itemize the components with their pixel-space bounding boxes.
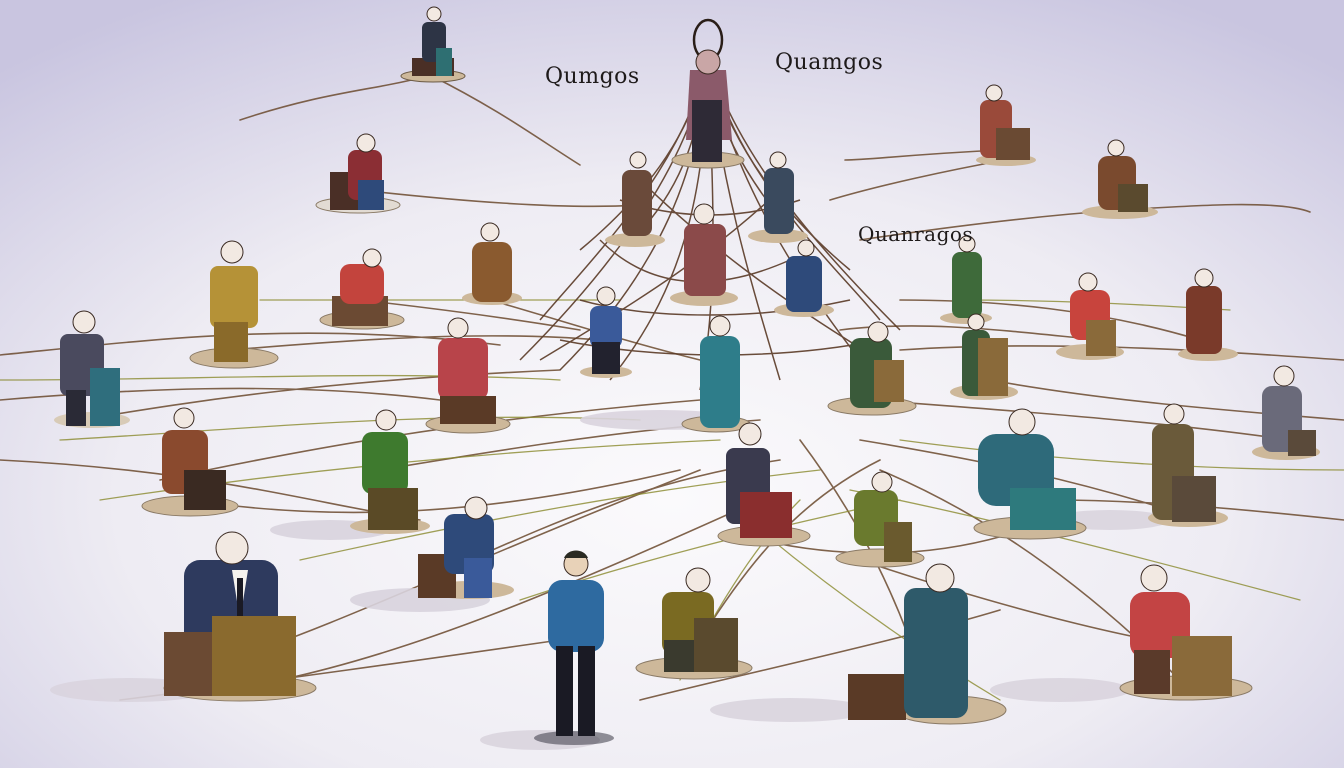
figure-standing-front bbox=[534, 550, 614, 745]
figure-suit-big bbox=[163, 531, 317, 702]
label-quamgos: Quamgos bbox=[775, 50, 884, 75]
figure-teal-big bbox=[973, 408, 1087, 540]
figure-top-right-2 bbox=[1082, 139, 1158, 219]
figure-left-standing bbox=[189, 240, 279, 369]
figure-top-left bbox=[400, 6, 466, 83]
figure-tree-left bbox=[605, 151, 665, 247]
figure-apex bbox=[671, 49, 745, 169]
figure-teal-center bbox=[681, 315, 751, 433]
figure-center-desk bbox=[717, 422, 811, 547]
figure-brown-seated-right bbox=[1148, 403, 1228, 527]
figure-grey-right bbox=[1252, 365, 1320, 460]
figure-green-seated bbox=[350, 409, 430, 534]
figure-dark-red-right bbox=[1178, 268, 1238, 361]
figure-tree-lower-right bbox=[774, 239, 834, 317]
figure-tree-right bbox=[748, 151, 808, 243]
figure-left-suit bbox=[54, 310, 130, 428]
figure-red-seated bbox=[425, 317, 511, 434]
label-qumgos: Qumgos bbox=[545, 64, 640, 89]
figure-blue-small bbox=[580, 286, 632, 378]
figure-upper-left-desk bbox=[315, 133, 401, 214]
figure-red-right bbox=[1056, 272, 1124, 360]
figure-olive-seated bbox=[635, 567, 753, 680]
figure-green-cluster bbox=[827, 321, 917, 416]
figure-blue-seated bbox=[418, 496, 514, 599]
figure-brown-standing bbox=[462, 222, 522, 305]
figure-olive-cluster-2 bbox=[950, 313, 1018, 400]
figure-red-bottom-right bbox=[1119, 564, 1253, 701]
figure-olive-right bbox=[835, 471, 925, 568]
figure-tree-center bbox=[670, 203, 738, 306]
label-quanragos: Quanragos bbox=[858, 222, 974, 246]
figure-teal-tall bbox=[848, 563, 1007, 725]
figure-top-right bbox=[976, 84, 1036, 166]
figure-brown-seated-left bbox=[141, 407, 239, 517]
figure-red-desk bbox=[319, 248, 405, 330]
